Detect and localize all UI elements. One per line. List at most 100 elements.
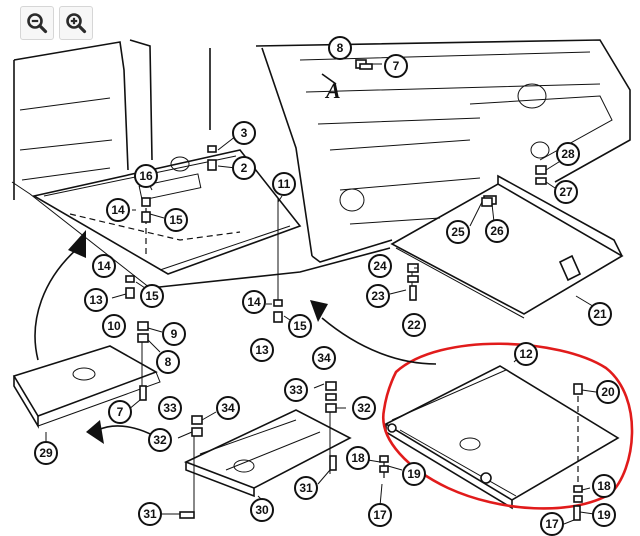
svg-text:25: 25 xyxy=(451,225,465,239)
svg-text:13: 13 xyxy=(89,293,103,307)
svg-text:15: 15 xyxy=(169,213,183,227)
svg-text:30: 30 xyxy=(255,503,269,517)
svg-text:8: 8 xyxy=(337,41,344,55)
svg-text:22: 22 xyxy=(407,318,421,332)
callout-13b[interactable]: 13 xyxy=(250,338,274,362)
callout-31b[interactable]: 31 xyxy=(138,502,162,526)
floor-plate-upper xyxy=(31,149,302,300)
machine-frame xyxy=(11,39,631,289)
callout-25[interactable]: 25 xyxy=(446,220,470,244)
callout-24[interactable]: 24 xyxy=(368,254,392,278)
callout-14c[interactable]: 14 xyxy=(242,290,266,314)
svg-text:18: 18 xyxy=(351,451,365,465)
svg-text:17: 17 xyxy=(545,517,559,531)
svg-text:11: 11 xyxy=(278,177,291,191)
svg-text:31: 31 xyxy=(299,481,313,495)
callout-8a[interactable]: 8 xyxy=(328,36,352,60)
callout-33a[interactable]: 33 xyxy=(284,378,308,402)
svg-text:16: 16 xyxy=(139,169,153,183)
plate-12 xyxy=(383,365,620,510)
svg-text:7: 7 xyxy=(393,59,400,73)
svg-text:28: 28 xyxy=(561,147,575,161)
callout-32a[interactable]: 32 xyxy=(352,396,376,420)
callout-18a[interactable]: 18 xyxy=(346,446,370,470)
callout-14b[interactable]: 14 xyxy=(92,254,116,278)
callout-19b[interactable]: 19 xyxy=(592,503,616,527)
callout-14a[interactable]: 14 xyxy=(106,198,130,222)
svg-text:23: 23 xyxy=(371,289,385,303)
callout-29[interactable]: 29 xyxy=(34,441,58,465)
callout-34a[interactable]: 34 xyxy=(312,346,336,370)
magnifier-minus-icon xyxy=(27,13,48,34)
callout-31a[interactable]: 31 xyxy=(294,476,318,500)
callout-12[interactable]: 12 xyxy=(514,342,538,366)
callout-7b[interactable]: 7 xyxy=(108,400,132,424)
callout-30[interactable]: 30 xyxy=(250,498,274,522)
callout-7a[interactable]: 7 xyxy=(384,54,408,78)
svg-text:20: 20 xyxy=(601,385,615,399)
callout-15c[interactable]: 15 xyxy=(288,314,312,338)
svg-text:32: 32 xyxy=(357,401,371,415)
svg-text:34: 34 xyxy=(317,351,331,365)
svg-text:14: 14 xyxy=(111,203,125,217)
zoom-in-button[interactable] xyxy=(59,6,93,40)
svg-text:19: 19 xyxy=(407,467,421,481)
callout-9[interactable]: 9 xyxy=(162,322,186,346)
callout-16[interactable]: 16 xyxy=(134,164,158,188)
svg-text:29: 29 xyxy=(39,446,53,460)
magnifier-plus-icon xyxy=(66,13,87,34)
callout-17a[interactable]: 17 xyxy=(368,503,392,527)
svg-text:26: 26 xyxy=(490,224,504,238)
callout-33b[interactable]: 33 xyxy=(158,396,182,420)
callout-3[interactable]: 3 xyxy=(232,121,256,145)
svg-text:19: 19 xyxy=(597,508,611,522)
callout-32b[interactable]: 32 xyxy=(148,428,172,452)
svg-text:12: 12 xyxy=(519,347,533,361)
svg-text:8: 8 xyxy=(165,355,172,369)
callout-13a[interactable]: 13 xyxy=(84,288,108,312)
svg-text:14: 14 xyxy=(97,259,111,273)
callout-2[interactable]: 2 xyxy=(232,156,256,180)
callout-19a[interactable]: 19 xyxy=(402,462,426,486)
svg-text:21: 21 xyxy=(593,307,607,321)
callout-15a[interactable]: 15 xyxy=(164,208,188,232)
svg-text:14: 14 xyxy=(247,295,261,309)
svg-text:10: 10 xyxy=(107,319,121,333)
callout-8b[interactable]: 8 xyxy=(156,350,180,374)
callout-18b[interactable]: 18 xyxy=(592,474,616,498)
svg-text:7: 7 xyxy=(117,405,124,419)
svg-text:13: 13 xyxy=(255,343,269,357)
callout-10[interactable]: 10 xyxy=(102,314,126,338)
callout-26[interactable]: 26 xyxy=(485,219,509,243)
svg-text:15: 15 xyxy=(145,289,159,303)
plate-21 xyxy=(390,174,624,319)
callout-34b[interactable]: 34 xyxy=(216,396,240,420)
callout-21[interactable]: 21 xyxy=(588,302,612,326)
highlight-ellipse xyxy=(381,342,634,510)
svg-text:3: 3 xyxy=(241,126,248,140)
callout-17b[interactable]: 17 xyxy=(540,512,564,536)
callout-22[interactable]: 22 xyxy=(402,313,426,337)
svg-text:17: 17 xyxy=(373,508,387,522)
callout-28[interactable]: 28 xyxy=(556,142,580,166)
callout-20[interactable]: 20 xyxy=(596,380,620,404)
zoom-out-button[interactable] xyxy=(20,6,54,40)
callout-27[interactable]: 27 xyxy=(554,180,578,204)
svg-text:18: 18 xyxy=(597,479,611,493)
callout-23[interactable]: 23 xyxy=(366,284,390,308)
assembly-arrows xyxy=(34,230,437,447)
svg-text:31: 31 xyxy=(143,507,157,521)
callout-11[interactable]: 11 xyxy=(272,172,296,196)
svg-text:34: 34 xyxy=(221,401,235,415)
hardware xyxy=(125,59,583,521)
plate-29 xyxy=(12,340,161,429)
svg-text:15: 15 xyxy=(293,319,307,333)
svg-text:33: 33 xyxy=(289,383,303,397)
view-label: A xyxy=(324,78,341,103)
svg-text:2: 2 xyxy=(241,161,248,175)
svg-text:32: 32 xyxy=(153,433,167,447)
callout-15b[interactable]: 15 xyxy=(140,284,164,308)
callouts: 3 2 8 7 16 11 14 15 28 27 25 26 24 23 22… xyxy=(34,36,620,536)
plate-30 xyxy=(183,404,352,512)
